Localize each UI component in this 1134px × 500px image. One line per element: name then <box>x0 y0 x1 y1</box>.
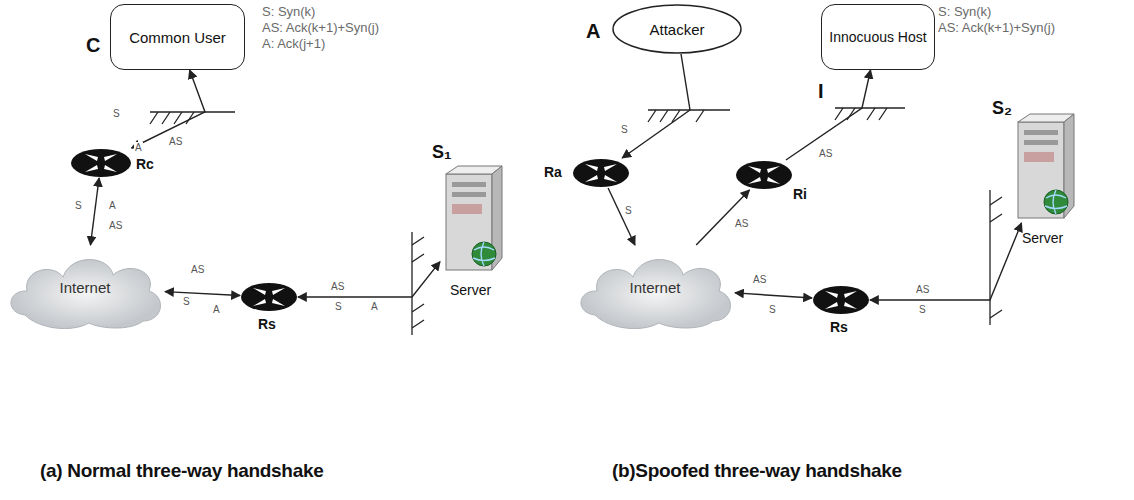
message-key: AS: Ack(k+1)+Syn(j) <box>262 20 379 35</box>
node-name: Innocuous Host <box>829 29 926 45</box>
link-arrow <box>735 293 812 298</box>
internet-cloud: Internet <box>5 245 165 330</box>
message-label: S <box>112 108 121 119</box>
panel-caption: (b)Spoofed three-way handshake <box>612 460 902 482</box>
node-name: Rs <box>258 316 276 332</box>
message-label: AS <box>734 218 749 229</box>
link-arrow <box>608 188 635 245</box>
router-shape <box>572 158 630 188</box>
panel-caption: (a) Normal three-way handshake <box>40 460 323 482</box>
router-shape <box>812 285 870 315</box>
host-box: Innocuous Host <box>821 4 934 70</box>
router-shape <box>70 148 132 178</box>
link-arrow <box>165 292 240 296</box>
link-arrow <box>696 190 749 245</box>
node-name: S₁ <box>432 142 451 163</box>
message-label: S <box>624 205 633 216</box>
server-icon: S₂Server <box>1012 118 1074 223</box>
node-name: Internet <box>630 279 681 296</box>
link-arrow <box>870 223 1022 300</box>
link-arrow <box>298 262 440 297</box>
link-arrow <box>132 70 205 148</box>
link-arrow <box>622 54 690 158</box>
router-symbol: Rs <box>812 285 870 315</box>
router-symbol: Ri <box>735 160 793 190</box>
message-label: AS <box>168 136 183 147</box>
message-label: S <box>768 304 777 315</box>
message-label: S <box>334 301 343 312</box>
node-name: S₂ <box>992 98 1012 119</box>
node-name: Rs <box>830 319 848 335</box>
message-label: A <box>108 200 117 211</box>
server-icon: S₁Server <box>440 170 502 275</box>
message-key: S: Syn(k) <box>262 4 315 19</box>
node-name: Rc <box>136 156 154 172</box>
message-label: AS <box>915 284 930 295</box>
host-letter: C <box>86 34 100 57</box>
router-symbol: Rs <box>240 282 298 312</box>
router-shape <box>240 282 298 312</box>
message-key: AS: Ack(k+1)+Syn(j) <box>938 20 1055 35</box>
message-label: A <box>134 142 143 153</box>
node-caption: Server <box>1022 230 1063 246</box>
router-symbol: Rc <box>70 148 132 178</box>
server-shape <box>1012 118 1074 223</box>
attacker-ellipse: Attacker <box>612 4 742 54</box>
user-box: Common User <box>110 4 245 70</box>
router-symbol: Ra <box>572 158 630 188</box>
message-label: S <box>620 124 629 135</box>
message-label: AS <box>330 281 345 292</box>
node-name: Ra <box>544 164 562 180</box>
message-label: S <box>918 304 927 315</box>
message-label: A <box>212 304 221 315</box>
node-text-wrap: Innocuous Host <box>822 5 933 69</box>
message-key: A: Ack(j+1) <box>262 36 325 51</box>
message-label: A <box>370 301 379 312</box>
message-label: AS <box>190 264 205 275</box>
network-bus <box>150 108 1002 335</box>
node-text-wrap: Internet <box>5 245 165 330</box>
message-label: AS <box>752 274 767 285</box>
server-shape <box>440 170 502 275</box>
node-text-wrap: Internet <box>575 245 735 330</box>
message-key: S: Syn(k) <box>938 4 991 19</box>
host-letter: I <box>818 80 824 103</box>
node-name: Internet <box>60 279 111 296</box>
node-name: Common User <box>129 29 226 46</box>
link-arrow <box>786 70 871 160</box>
node-name: Attacker <box>649 21 704 38</box>
message-label: S <box>74 200 83 211</box>
link-arrow <box>90 178 99 245</box>
internet-cloud: Internet <box>575 245 735 330</box>
host-letter: A <box>586 20 600 43</box>
node-text-wrap: Common User <box>111 5 244 69</box>
node-text-wrap: Attacker <box>612 4 742 54</box>
message-label: S <box>182 296 191 307</box>
node-caption: Server <box>450 282 491 298</box>
router-shape <box>735 160 793 190</box>
message-label: AS <box>108 220 123 231</box>
node-name: Ri <box>793 186 807 202</box>
message-label: AS <box>818 148 833 159</box>
